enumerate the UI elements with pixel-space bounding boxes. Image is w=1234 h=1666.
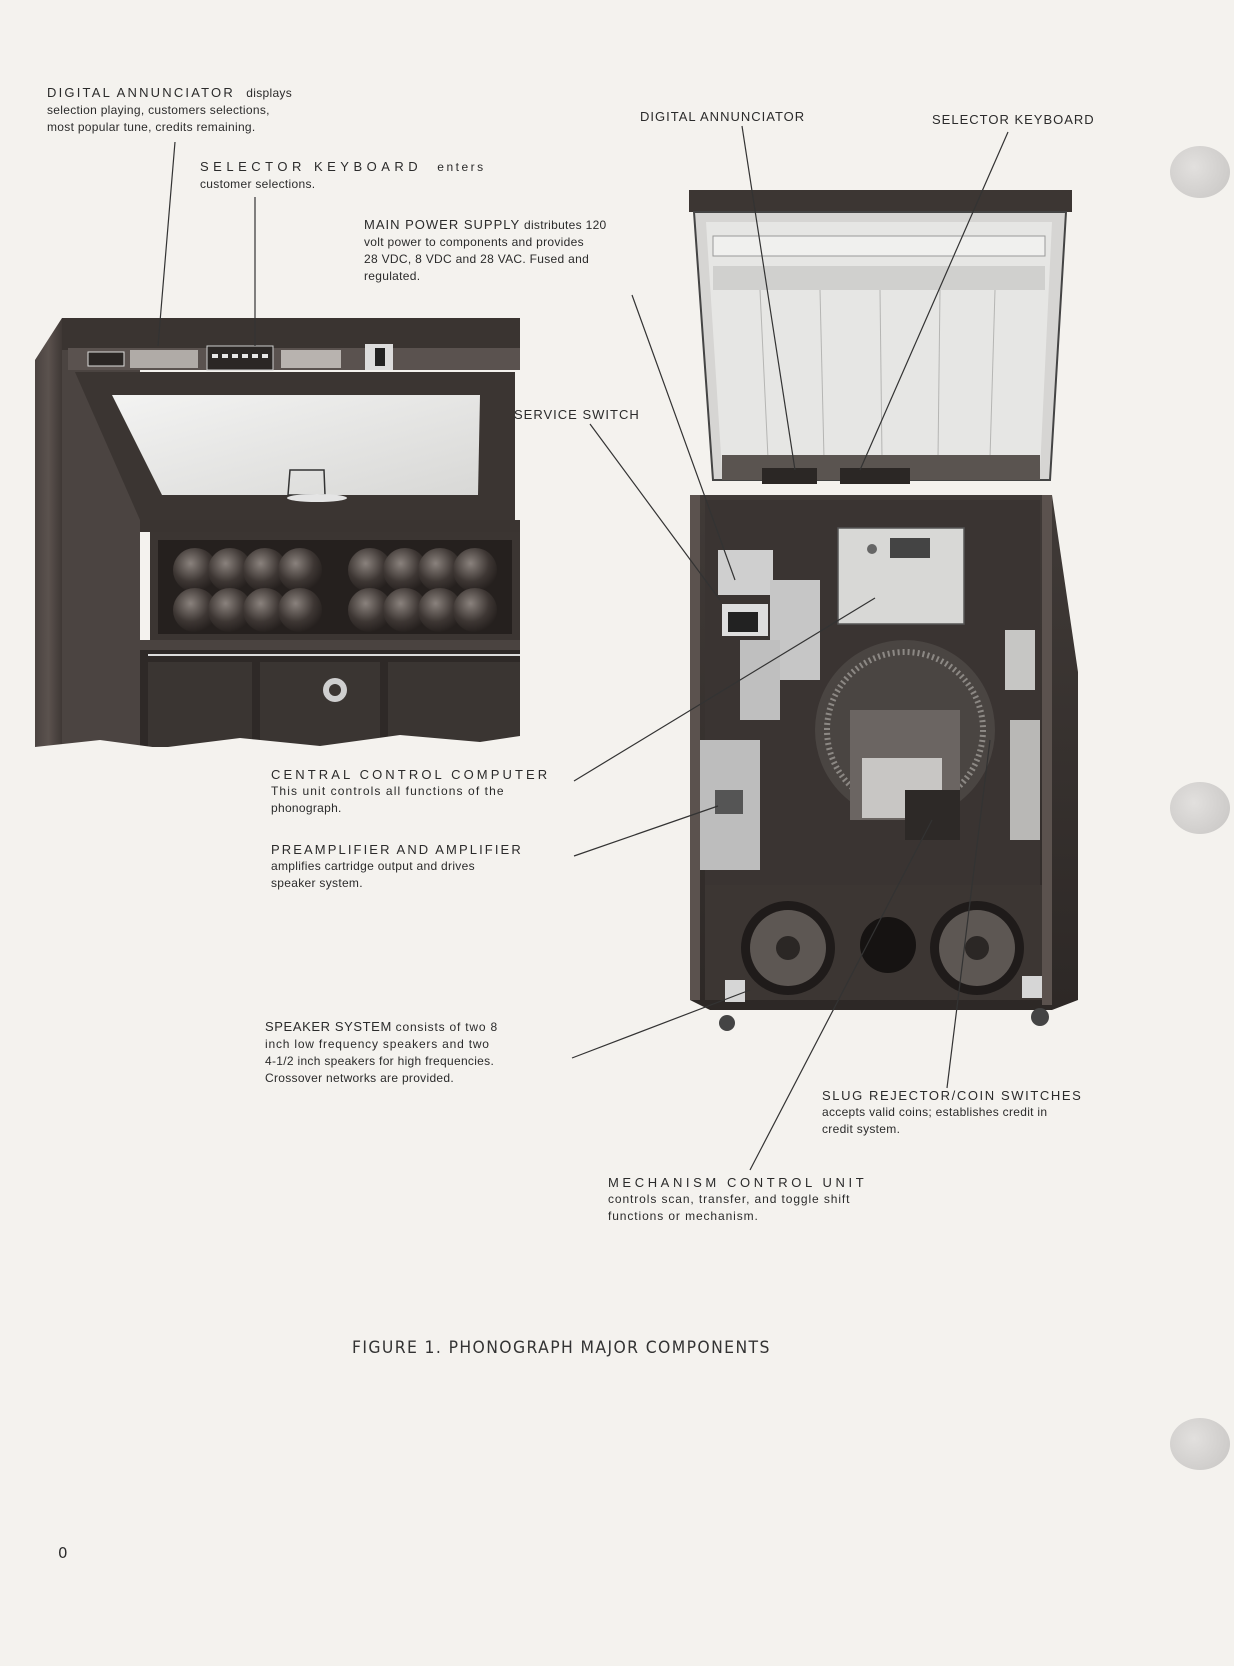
- leader-keyboard-top: [859, 131, 1009, 471]
- label-digital-annunciator-left: DIGITAL ANNUNCIATOR displays selection p…: [47, 84, 292, 136]
- leader-annunciator-left: [157, 141, 176, 347]
- label-text: consists of two 8: [395, 1020, 498, 1034]
- label-text: Crossover networks are provided.: [265, 1071, 455, 1085]
- label-central-control-computer: CENTRAL CONTROL COMPUTER This unit contr…: [271, 766, 571, 817]
- label-heading: SPEAKER SYSTEM: [265, 1019, 392, 1034]
- punch-hole-bottom: [1170, 1418, 1230, 1470]
- label-heading: SELECTOR KEYBOARD: [200, 159, 423, 174]
- leader-annunciator-top: [741, 125, 796, 471]
- label-heading: PREAMPLIFIER AND AMPLIFIER: [271, 842, 523, 857]
- label-text: functions or mechanism.: [608, 1209, 759, 1223]
- leader-preamplifier: [573, 805, 719, 857]
- punch-hole-top: [1170, 146, 1230, 198]
- label-text: controls scan, transfer, and toggle shif…: [608, 1192, 851, 1206]
- label-heading: MAIN POWER SUPPLY: [364, 217, 521, 232]
- punch-hole-middle: [1170, 782, 1230, 834]
- label-heading: CENTRAL CONTROL COMPUTER: [271, 767, 551, 782]
- label-selector-keyboard-left: SELECTOR KEYBOARD enters customer select…: [200, 158, 486, 193]
- label-speaker-system: SPEAKER SYSTEM consists of two 8 inch lo…: [265, 1018, 575, 1087]
- label-text: credit system.: [822, 1122, 901, 1136]
- figure-caption: FIGURE 1. PHONOGRAPH MAJOR COMPONENTS: [352, 1338, 771, 1358]
- label-text: This unit controls all functions of the: [271, 784, 505, 798]
- label-service-switch: SERVICE SWITCH: [514, 406, 640, 424]
- label-heading: SLUG REJECTOR/COIN SWITCHES: [822, 1088, 1083, 1103]
- label-text: displays: [246, 86, 293, 100]
- label-slug-rejector: SLUG REJECTOR/COIN SWITCHES accepts vali…: [822, 1087, 1132, 1138]
- label-main-power-supply: MAIN POWER SUPPLY distributes 120 volt p…: [364, 216, 607, 285]
- label-text: 28 VDC, 8 VDC and 28 VAC. Fused and: [364, 252, 590, 266]
- page-number: 0: [58, 1544, 68, 1562]
- label-text: accepts valid coins; establishes credit …: [822, 1105, 1048, 1119]
- leader-power-supply: [631, 294, 736, 581]
- label-text: enters: [437, 160, 486, 174]
- label-text: 4-1/2 inch speakers for high frequencies…: [265, 1054, 495, 1068]
- label-mechanism-control-unit: MECHANISM CONTROL UNIT controls scan, tr…: [608, 1174, 918, 1225]
- label-text: amplifies cartridge output and drives: [271, 859, 475, 873]
- label-heading: DIGITAL ANNUNCIATOR: [640, 109, 806, 124]
- leader-service-switch: [589, 423, 721, 601]
- label-text: phonograph.: [271, 801, 342, 815]
- label-heading: SELECTOR KEYBOARD: [932, 112, 1095, 127]
- label-text: most popular tune, credits remaining.: [47, 120, 256, 134]
- label-digital-annunciator-top: DIGITAL ANNUNCIATOR: [640, 108, 805, 126]
- label-heading: DIGITAL ANNUNCIATOR: [47, 85, 235, 100]
- label-text: speaker system.: [271, 876, 363, 890]
- label-heading: SERVICE SWITCH: [514, 407, 640, 422]
- label-text: customer selections.: [200, 177, 316, 191]
- label-preamplifier: PREAMPLIFIER AND AMPLIFIER amplifies car…: [271, 841, 571, 892]
- leader-central-computer: [573, 597, 876, 782]
- label-selector-keyboard-top: SELECTOR KEYBOARD: [932, 111, 1095, 129]
- label-text: inch low frequency speakers and two: [265, 1037, 490, 1051]
- label-text: regulated.: [364, 269, 421, 283]
- leader-slug-rejector: [946, 739, 991, 1089]
- leader-speaker-system: [571, 989, 751, 1059]
- label-heading: MECHANISM CONTROL UNIT: [608, 1175, 868, 1190]
- label-text: volt power to components and provides: [364, 235, 584, 249]
- label-text: selection playing, customers selections,: [47, 103, 270, 117]
- leader-mechanism-control: [749, 819, 933, 1171]
- label-text: distributes 120: [523, 218, 607, 232]
